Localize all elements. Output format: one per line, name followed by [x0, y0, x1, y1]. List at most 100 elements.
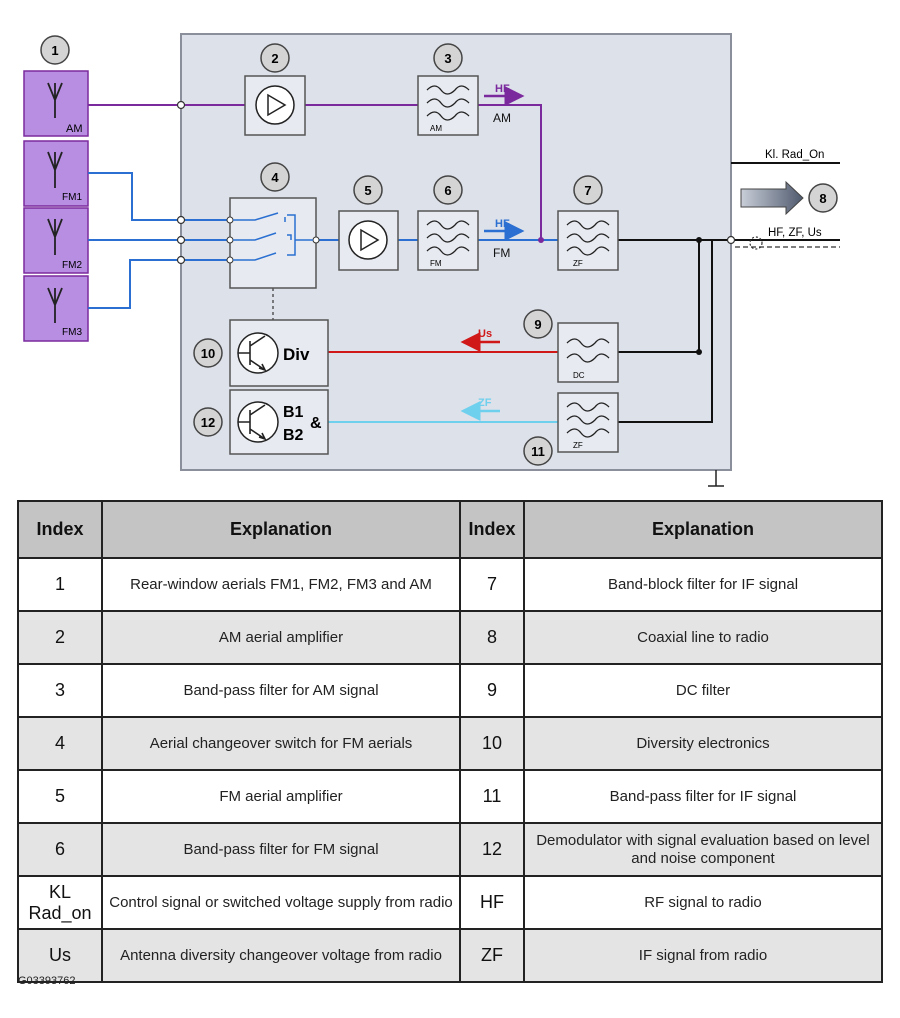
explanation-cell: Band-block filter for IF signal [523, 557, 883, 612]
table-row: 3 Band-pass filter for AM signal 9 DC fi… [17, 663, 883, 718]
fm-amplifier [338, 210, 399, 271]
filter-icon [566, 402, 610, 438]
explanation-cell: Aerial changeover switch for FM aerials [101, 716, 461, 771]
index-cell: KL Rad_on [17, 875, 103, 930]
filter-icon [426, 85, 470, 121]
am-band-label: AM [493, 111, 511, 125]
index-cell: 12 [459, 822, 525, 877]
column-header: Index [17, 500, 103, 559]
zf-label: ZF [478, 397, 492, 409]
svg-text:4: 4 [271, 170, 279, 185]
index-cell: 1 [17, 557, 103, 612]
svg-text:6: 6 [444, 183, 451, 198]
filter-sublabel: DC [573, 371, 585, 380]
svg-text:2: 2 [271, 51, 278, 66]
filter-sublabel: ZF [573, 441, 583, 450]
junction-dot [538, 237, 544, 243]
coax-connector [749, 236, 763, 250]
callout-11: 11 [523, 436, 553, 466]
aerial-fm2: FM2 [23, 207, 89, 274]
svg-text:10: 10 [201, 346, 215, 361]
svg-text:11: 11 [531, 444, 545, 459]
callout-5: 5 [353, 175, 383, 205]
if-bandblock-filter: ZF [557, 210, 619, 271]
table-row: KL Rad_on Control signal or switched vol… [17, 875, 883, 930]
filter-icon [426, 220, 470, 256]
index-cell: 2 [17, 610, 103, 665]
explanation-cell: Diversity electronics [523, 716, 883, 771]
column-header: Explanation [101, 500, 461, 559]
index-cell: 5 [17, 769, 103, 824]
am-signal-line [478, 104, 542, 240]
switch-icon [233, 212, 313, 261]
table-row: 5 FM aerial amplifier 11 Band-pass filte… [17, 769, 883, 824]
antenna-icon [47, 151, 63, 188]
am-amplifier [244, 75, 306, 136]
zf-return-line [618, 239, 713, 423]
callout-4: 4 [260, 162, 290, 192]
transistor-icon [238, 335, 267, 372]
index-cell: 4 [17, 716, 103, 771]
transistor-icon [238, 404, 267, 441]
table-row: Us Antenna diversity changeover voltage … [17, 928, 883, 983]
svg-text:8: 8 [819, 191, 826, 206]
output-terminal [726, 235, 736, 245]
explanation-cell: Antenna diversity changeover voltage fro… [101, 928, 461, 983]
and-label: & [310, 415, 322, 432]
dc-filter: DC [557, 322, 619, 383]
table-row: 4 Aerial changeover switch for FM aerial… [17, 716, 883, 771]
column-header: Index [459, 500, 525, 559]
index-cell: ZF [459, 928, 525, 983]
demodulator: B1 B2 & [229, 389, 329, 455]
svg-text:12: 12 [201, 415, 215, 430]
explanation-cell: Rear-window aerials FM1, FM2, FM3 and AM [101, 557, 461, 612]
callout-8: 8 [808, 183, 838, 213]
antenna-icon [47, 218, 63, 255]
explanation-cell: Band-pass filter for AM signal [101, 663, 461, 718]
index-cell: 7 [459, 557, 525, 612]
index-cell: 6 [17, 822, 103, 877]
svg-text:1: 1 [51, 43, 58, 58]
svg-text:3: 3 [444, 51, 451, 66]
column-header: Explanation [523, 500, 883, 559]
if-bandpass-filter: ZF [557, 392, 619, 453]
antenna-icon [47, 82, 63, 118]
svg-text:7: 7 [584, 183, 591, 198]
explanation-cell: AM aerial amplifier [101, 610, 461, 665]
callout-9: 9 [523, 309, 553, 339]
index-cell: 10 [459, 716, 525, 771]
index-cell: HF [459, 875, 525, 930]
explanation-cell: RF signal to radio [523, 875, 883, 930]
filter-icon [566, 338, 610, 363]
filter-sublabel: AM [430, 124, 442, 133]
index-cell: 3 [17, 663, 103, 718]
filter-icon [566, 220, 610, 256]
explanation-cell: Control signal or switched voltage suppl… [101, 875, 461, 930]
us-label: Us [478, 328, 492, 340]
table-header-row: Index Explanation Index Explanation [17, 500, 883, 559]
explanation-cell: Coaxial line to radio [523, 610, 883, 665]
filter-sublabel: FM [430, 259, 442, 268]
aerial-label: FM3 [62, 327, 82, 338]
hf-am-label: HF [495, 83, 510, 95]
to-radio-arrow [740, 180, 804, 216]
table-row: 2 AM aerial amplifier 8 Coaxial line to … [17, 610, 883, 665]
callout-1: 1 [40, 35, 70, 65]
svg-text:9: 9 [534, 317, 541, 332]
explanation-cell: FM aerial amplifier [101, 769, 461, 824]
callout-3: 3 [433, 43, 463, 73]
index-cell: 9 [459, 663, 525, 718]
amplifier-icon [267, 93, 287, 117]
hf-fm-label: HF [495, 218, 510, 230]
aerial-changeover-switch [226, 197, 320, 289]
callout-10: 10 [193, 338, 223, 368]
aerial-label: FM1 [62, 192, 82, 203]
explanation-cell: IF signal from radio [523, 928, 883, 983]
aerial-fm1: FM1 [23, 140, 89, 207]
amplifier-icon [360, 228, 380, 252]
svg-text:5: 5 [364, 183, 371, 198]
junction-dot [696, 349, 702, 355]
legend-table: Index Explanation Index Explanation 1 Re… [17, 500, 883, 983]
table-row: 6 Band-pass filter for FM signal 12 Demo… [17, 822, 883, 877]
callout-12: 12 [193, 407, 223, 437]
